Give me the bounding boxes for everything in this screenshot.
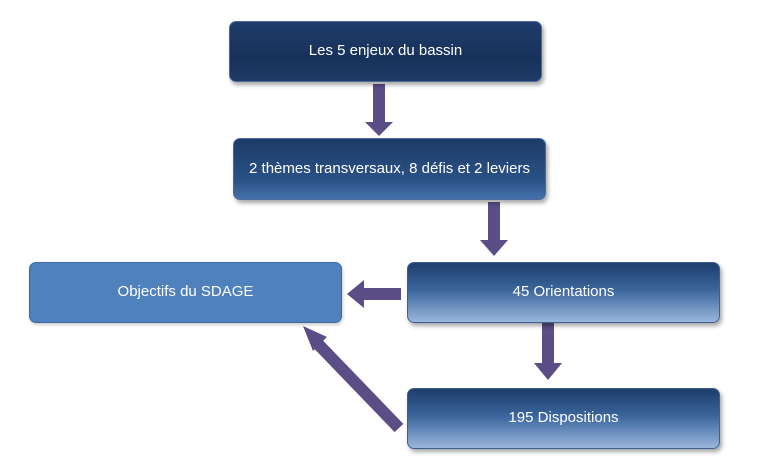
node-dispositions: 195 Dispositions [407,388,720,449]
node-dispositions-label: 195 Dispositions [508,409,619,427]
node-enjeux-label: Les 5 enjeux du bassin [308,42,463,60]
node-enjeux: Les 5 enjeux du bassin [229,21,542,82]
node-themes: 2 thèmes transversaux, 8 défis et 2 levi… [233,138,546,200]
node-orientations: 45 Orientations [407,262,720,323]
arrow-themes-to-orientations [480,202,508,256]
arrow-enjeux-to-themes [365,84,393,136]
node-objectifs: Objectifs du SDAGE [29,262,342,323]
node-objectifs-label: Objectifs du SDAGE [117,283,254,301]
arrow-orientations-to-objectifs [347,280,401,308]
node-themes-label: 2 thèmes transversaux, 8 défis et 2 levi… [249,159,530,177]
arrow-orientations-to-dispositions [534,323,562,380]
node-orientations-label: 45 Orientations [512,283,615,301]
arrow-dispositions-to-objectifs [303,326,404,433]
